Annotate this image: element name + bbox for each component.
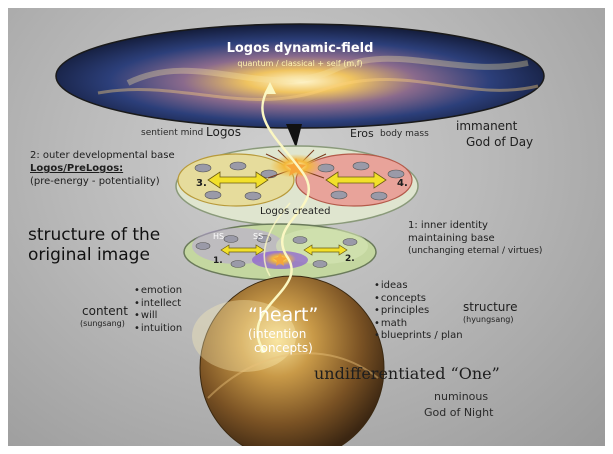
sungsang-label: (sungsang) xyxy=(80,319,125,328)
lower-disc-number-1: 1. xyxy=(213,256,223,266)
structure-title-line1: structure of the xyxy=(28,225,161,245)
list-item: blueprints / plan xyxy=(374,330,463,343)
hyungsang-label: (hyungsang) xyxy=(463,315,514,324)
inner-base-line1: 1: inner identity xyxy=(408,220,488,231)
list-item: math xyxy=(374,318,463,331)
diagram-slide: Logos dynamic-field quantum / classical … xyxy=(8,8,605,446)
eros-label: Eros xyxy=(350,127,374,140)
pre-energy-label: (pre-energy - potentiality) xyxy=(30,176,160,187)
upper-disc xyxy=(175,145,419,227)
numinous-label: numinous xyxy=(434,390,489,403)
one-title: undifferentiated “One” xyxy=(314,364,500,383)
logos-label: Logos xyxy=(206,125,242,139)
list-item: emotion xyxy=(134,285,182,298)
list-item: concepts xyxy=(374,293,463,306)
heart-title: “heart” xyxy=(248,304,319,326)
god-of-day-label: God of Day xyxy=(466,135,534,149)
upper-disc-number-3: 3. xyxy=(196,178,207,189)
ss-label: SS xyxy=(253,232,264,241)
structure-label: structure xyxy=(463,300,518,314)
heart-line3: concepts) xyxy=(254,341,313,355)
heart-line2: (intention xyxy=(248,327,307,341)
energy-path-secondary xyxy=(263,202,291,277)
hs-label: HS xyxy=(213,232,225,241)
upper-disc-number-4: 4. xyxy=(397,178,408,189)
logos-created-caption: Logos created xyxy=(260,206,331,217)
inner-base-line2: maintaining base xyxy=(408,233,495,244)
logos-field-ellipse xyxy=(55,23,545,148)
diagram-graphics xyxy=(55,23,545,446)
structure-list: ideas concepts principles math blueprint… xyxy=(374,280,463,343)
lower-disc-number-2: 2. xyxy=(345,254,355,264)
energy-path xyxy=(256,85,311,351)
immanent-label: immanent xyxy=(456,119,518,133)
energy-arrowhead xyxy=(264,82,276,94)
outer-base-label: 2: outer developmental base xyxy=(30,150,175,161)
structure-title-line2: original image xyxy=(28,245,150,265)
list-item: principles xyxy=(374,305,463,318)
sentient-mind-label: sentient mind xyxy=(141,128,204,138)
logos-prelogos-heading: Logos/PreLogos: xyxy=(30,163,124,174)
inner-base-line3: (unchanging eternal / virtues) xyxy=(408,246,543,256)
logos-field-title: Logos dynamic-field xyxy=(226,41,374,56)
content-list: emotion intellect will intuition xyxy=(134,285,182,335)
list-item: ideas xyxy=(374,280,463,293)
content-label: content xyxy=(82,304,128,318)
logos-field-subtitle: quantum / classical + self (m,f) xyxy=(237,59,363,68)
list-item: intuition xyxy=(134,323,182,336)
heart-sphere xyxy=(192,275,385,446)
list-item: will xyxy=(134,310,182,323)
body-mass-label: body mass xyxy=(380,129,429,139)
god-of-night-label: God of Night xyxy=(424,406,494,419)
list-item: intellect xyxy=(134,298,182,311)
